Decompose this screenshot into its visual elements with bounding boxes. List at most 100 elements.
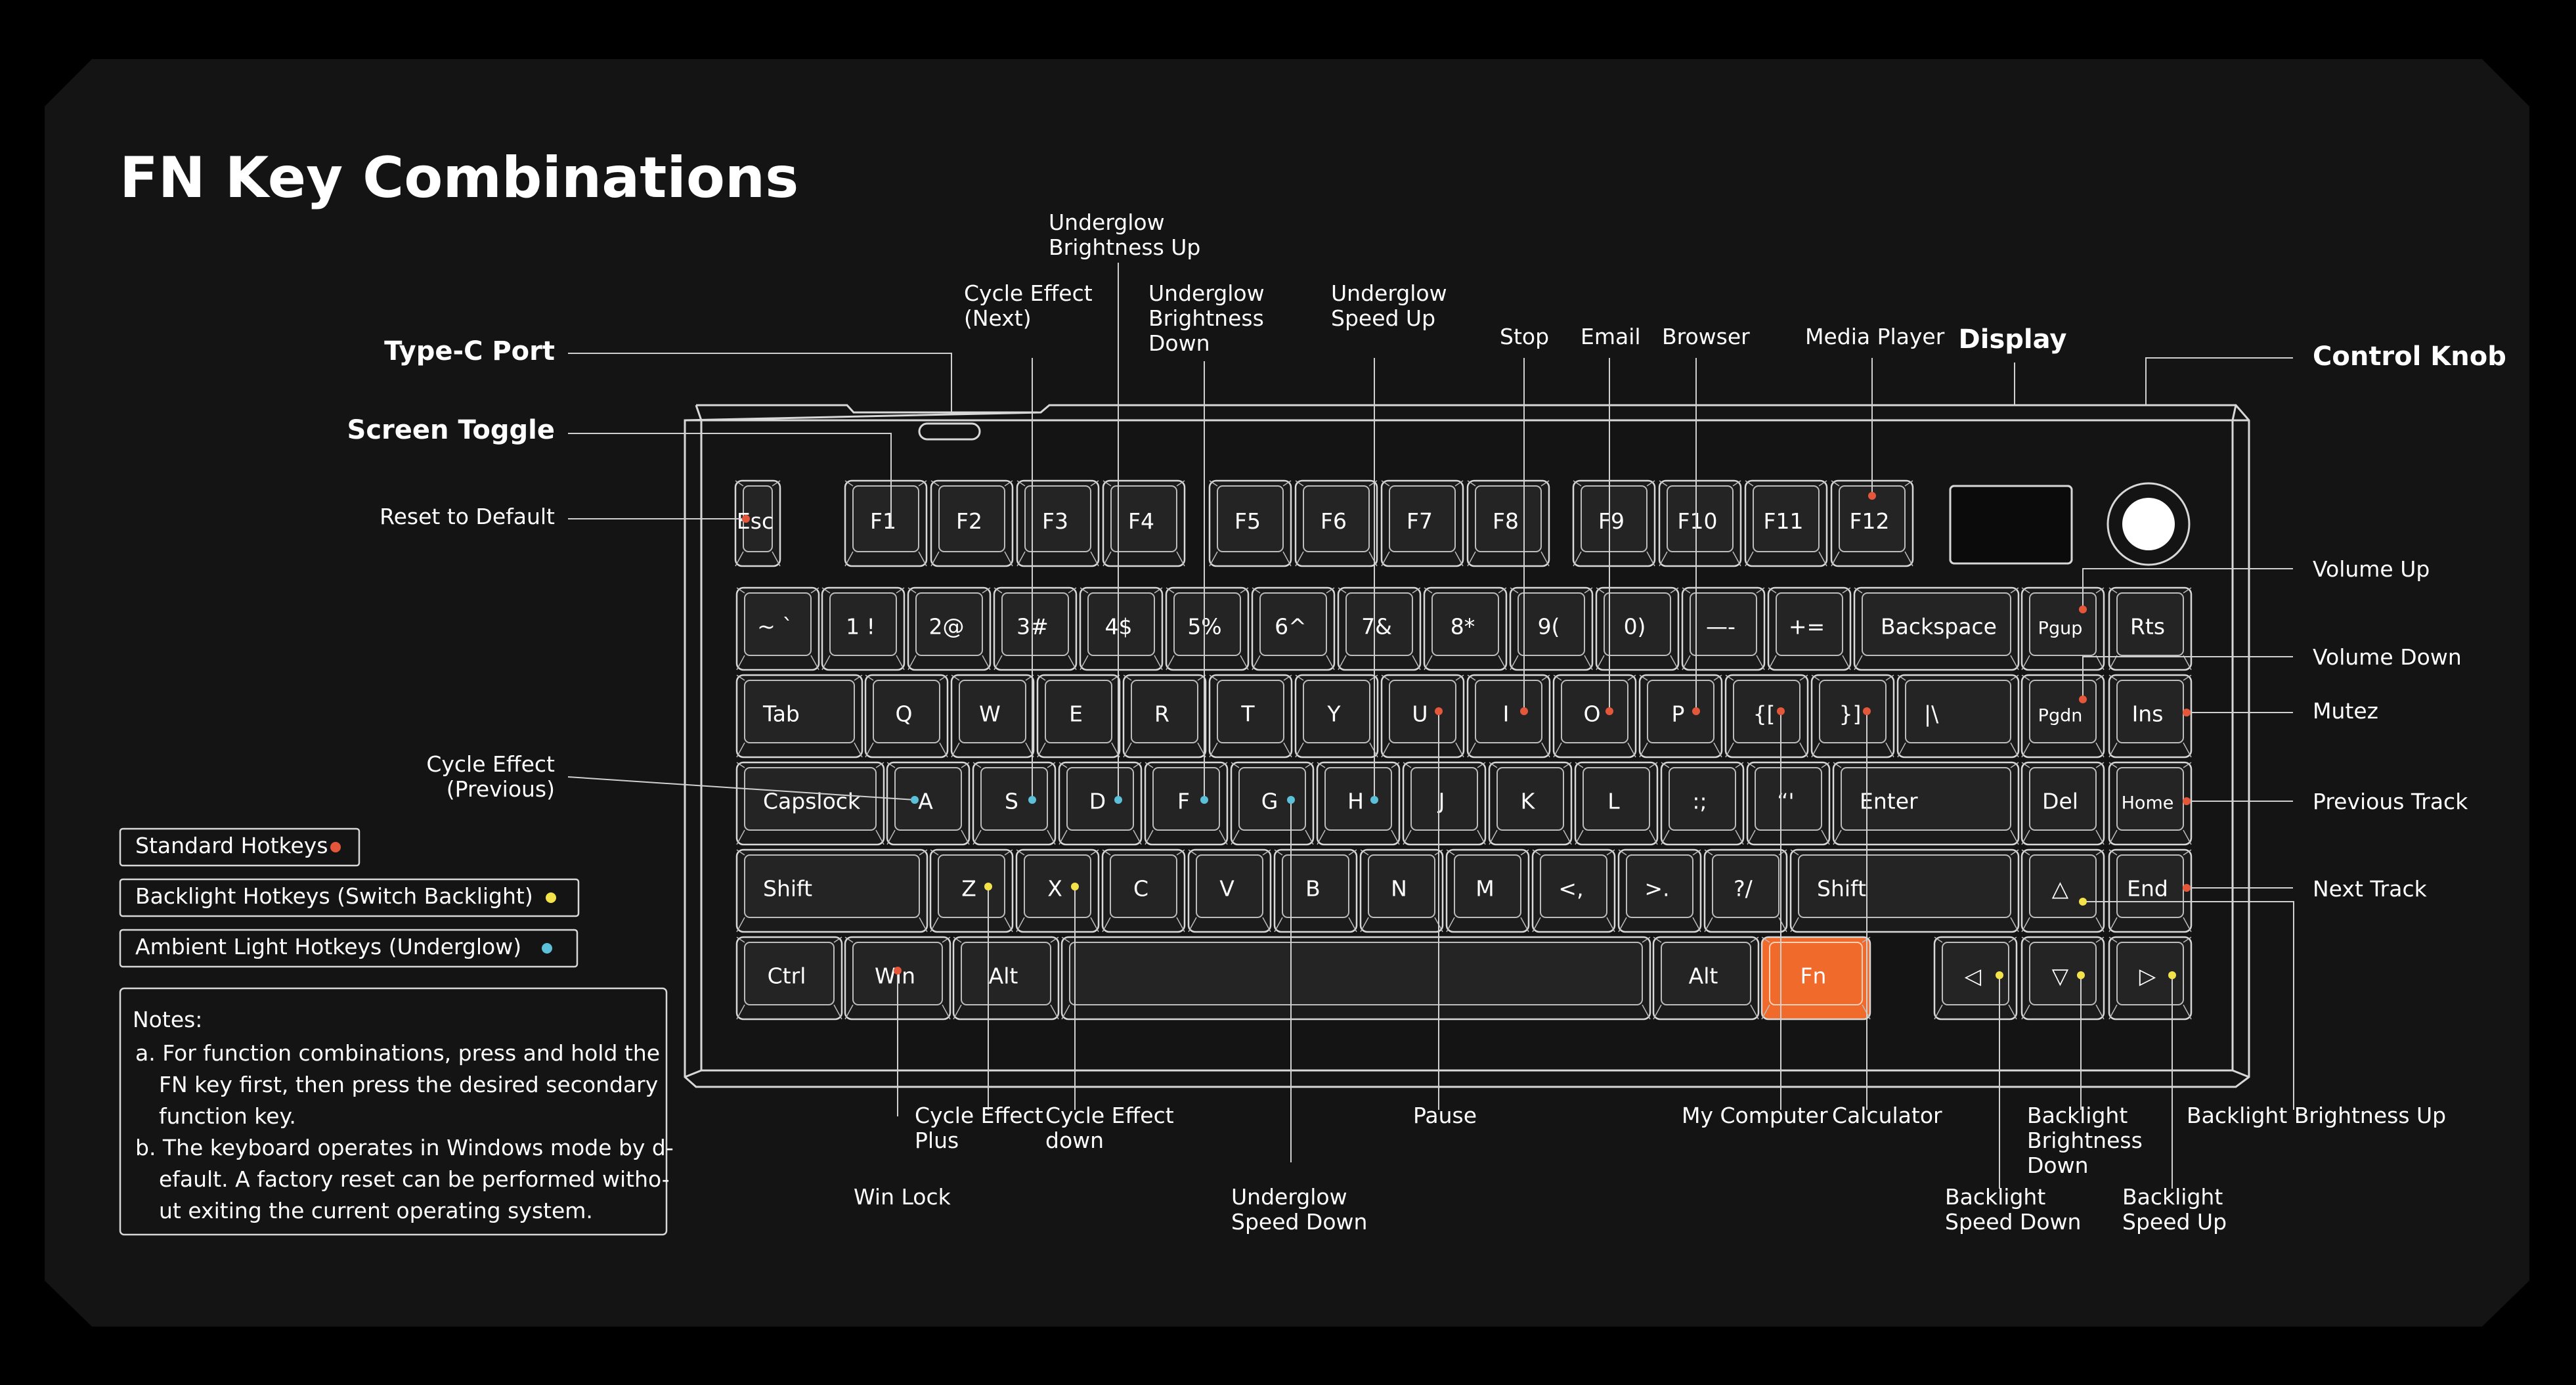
key-row4-8[interactable]: <,: [1531, 848, 1616, 933]
key-label-row1-9: 9(: [1538, 614, 1560, 640]
key-row5-0[interactable]: Ctrl: [735, 936, 843, 1021]
key-row5-5[interactable]: Fn: [1760, 936, 1871, 1021]
key-row3-2[interactable]: S: [972, 761, 1057, 846]
key-row0-9[interactable]: F9: [1572, 479, 1656, 567]
key-row2-1[interactable]: Q: [864, 674, 949, 758]
key-row2-0[interactable]: Tab: [735, 674, 863, 758]
key-row3-11[interactable]: “': [1746, 761, 1831, 846]
callout-calculator: Calculator: [1832, 1103, 1942, 1128]
callout-ug-bright-down-2: Brightness: [1148, 305, 1264, 331]
key-row4-11[interactable]: Shift: [1789, 848, 2020, 933]
key-row5-7[interactable]: ▽: [2020, 936, 2105, 1021]
key-row0-3[interactable]: F3: [1016, 479, 1100, 567]
key-row3-5[interactable]: G: [1230, 761, 1315, 846]
key-row1-1[interactable]: 1 !: [821, 586, 906, 671]
key-row1-5[interactable]: 5%: [1165, 586, 1250, 671]
key-row3-12[interactable]: Enter: [1832, 761, 2020, 846]
key-row5-3[interactable]: [1060, 936, 1651, 1021]
key-row2-3[interactable]: E: [1036, 674, 1121, 758]
key-row4-5[interactable]: B: [1273, 848, 1358, 933]
key-row2-7[interactable]: U: [1380, 674, 1465, 758]
key-row4-6[interactable]: N: [1359, 848, 1444, 933]
key-row1-10[interactable]: 0): [1595, 586, 1680, 671]
key-row0-4[interactable]: F4: [1102, 479, 1186, 567]
key-row2-5[interactable]: T: [1208, 674, 1293, 758]
key-row4-10[interactable]: ?/: [1703, 848, 1788, 933]
key-row2-11[interactable]: {[: [1724, 674, 1809, 758]
key-label-row3-9: L: [1607, 789, 1620, 814]
key-row4-0[interactable]: Shift: [735, 848, 928, 933]
key-row0-0[interactable]: Esc: [734, 479, 781, 567]
key-row1-11[interactable]: —-: [1681, 586, 1766, 671]
key-row1-13[interactable]: Backspace: [1853, 586, 2020, 671]
key-row3-1[interactable]: A: [886, 761, 971, 846]
key-row2-4[interactable]: R: [1122, 674, 1207, 758]
dot-callout-mute: [2183, 709, 2191, 716]
key-row4-13[interactable]: End: [2108, 848, 2193, 933]
key-row5-2[interactable]: Alt: [952, 936, 1060, 1021]
key-row5-8[interactable]: ▷: [2108, 936, 2193, 1021]
key-row3-7[interactable]: J: [1402, 761, 1487, 846]
key-row1-8[interactable]: 8*: [1423, 586, 1508, 671]
key-row1-14[interactable]: Pgup: [2020, 586, 2105, 671]
key-row2-6[interactable]: Y: [1294, 674, 1379, 758]
key-row3-9[interactable]: L: [1574, 761, 1659, 846]
legend-backlight-dot: [546, 892, 556, 903]
key-label-row5-8: ▷: [2139, 963, 2156, 989]
control-knob[interactable]: [2122, 498, 2175, 550]
key-row0-7[interactable]: F7: [1380, 479, 1464, 567]
key-row4-2[interactable]: X: [1015, 848, 1100, 933]
key-label-row3-14: Home: [2122, 793, 2174, 814]
key-row2-15[interactable]: Ins: [2108, 674, 2193, 758]
key-row0-10[interactable]: F10: [1658, 479, 1742, 567]
key-row2-9[interactable]: O: [1552, 674, 1637, 758]
key-row0-5[interactable]: F5: [1208, 479, 1292, 567]
key-row5-6[interactable]: ◁: [1933, 936, 2018, 1021]
key-row1-2[interactable]: 2@: [907, 586, 992, 671]
key-row0-2[interactable]: F2: [930, 479, 1014, 567]
key-row3-13[interactable]: Del: [2020, 761, 2105, 846]
legend-standard-label: Standard Hotkeys: [135, 833, 328, 858]
key-row3-10[interactable]: :;: [1660, 761, 1745, 846]
key-row1-15[interactable]: Rts: [2108, 586, 2193, 671]
key-row1-6[interactable]: 6^: [1251, 586, 1336, 671]
key-row4-7[interactable]: M: [1445, 848, 1530, 933]
key-row0-11[interactable]: F11: [1744, 479, 1828, 567]
key-row3-8[interactable]: K: [1488, 761, 1573, 846]
key-row1-4[interactable]: 4$: [1079, 586, 1164, 671]
callout-ug-bright-up-1: Underglow: [1049, 209, 1165, 235]
key-row0-1[interactable]: F1: [844, 479, 928, 567]
key-row4-4[interactable]: V: [1187, 848, 1272, 933]
legend-standard-dot: [330, 842, 341, 852]
key-row0-8[interactable]: F8: [1466, 479, 1550, 567]
key-row3-0[interactable]: Capslock: [735, 761, 885, 846]
key-row1-7[interactable]: 7&: [1337, 586, 1422, 671]
key-row3-4[interactable]: F: [1144, 761, 1229, 846]
key-row0-6[interactable]: F6: [1294, 479, 1378, 567]
key-row3-6[interactable]: H: [1316, 761, 1401, 846]
key-row5-1[interactable]: Win: [844, 936, 951, 1021]
key-row2-8[interactable]: I: [1466, 674, 1551, 758]
key-row3-14[interactable]: Home: [2108, 761, 2193, 846]
notes-line-3: function key.: [159, 1103, 296, 1129]
key-row0-12[interactable]: F12: [1830, 479, 1914, 567]
key-label-row0-12: F12: [1850, 508, 1890, 534]
key-row4-12[interactable]: △: [2020, 848, 2105, 933]
key-row2-14[interactable]: Pgdn: [2020, 674, 2105, 758]
key-row1-9[interactable]: 9(: [1509, 586, 1594, 671]
key-row2-10[interactable]: P: [1638, 674, 1723, 758]
key-row4-9[interactable]: >.: [1617, 848, 1702, 933]
callout-dots: [742, 492, 2191, 979]
key-row1-12[interactable]: +=: [1767, 586, 1852, 671]
key-row4-3[interactable]: C: [1101, 848, 1186, 933]
key-row5-4[interactable]: Alt: [1652, 936, 1760, 1021]
key-row4-1[interactable]: Z: [929, 848, 1014, 933]
key-row1-3[interactable]: 3#: [993, 586, 1078, 671]
key-row2-12[interactable]: }]: [1810, 674, 1895, 758]
legend-box-ambient: [119, 929, 579, 968]
key-row2-2[interactable]: W: [950, 674, 1035, 758]
key-row1-0[interactable]: ~ `: [735, 586, 820, 671]
key-row3-3[interactable]: D: [1058, 761, 1143, 846]
key-row2-13[interactable]: |\: [1896, 674, 2020, 758]
